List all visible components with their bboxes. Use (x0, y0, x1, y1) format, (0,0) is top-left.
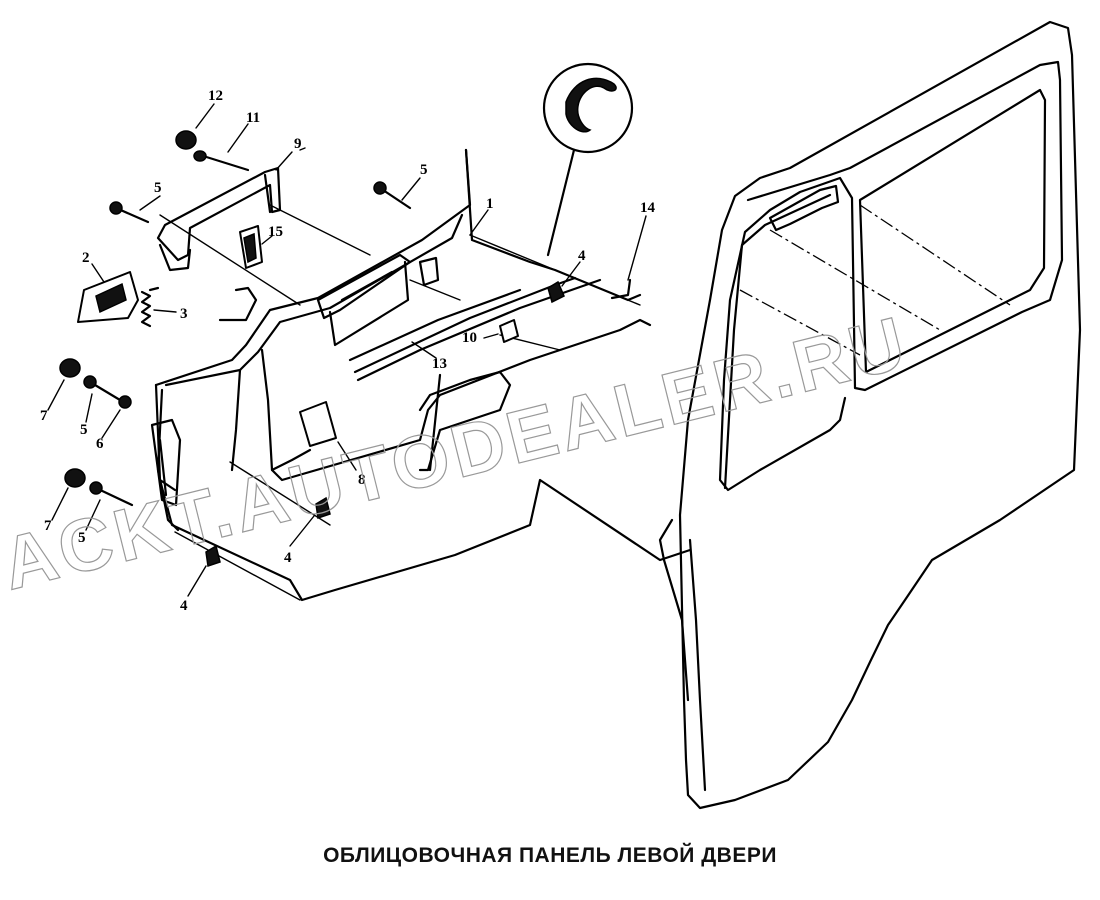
callout-labels: 12 11 9 5 5 15 1 14 4 2 3 10 13 7 5 6 8 … (40, 88, 656, 614)
callout-15: 15 (268, 224, 283, 240)
callout-7: 7 (44, 518, 52, 534)
callout-13: 13 (432, 356, 447, 372)
callout-3: 3 (180, 306, 188, 322)
spring-3 (140, 286, 160, 328)
callout-10: 10 (462, 330, 477, 346)
detail-callout-circle (542, 62, 634, 257)
callout-1: 1 (486, 196, 494, 212)
callout-14: 14 (640, 200, 656, 216)
callout-12: 12 (208, 88, 223, 104)
callout-9: 9 (294, 136, 302, 152)
leader-lines (47, 103, 647, 597)
watermark-text: ACKT.AUTODEALER.RU (0, 300, 916, 605)
callout-2: 2 (82, 250, 90, 266)
callout-4: 4 (284, 550, 292, 566)
callout-5: 5 (420, 162, 428, 178)
callout-11: 11 (246, 110, 260, 126)
callout-4: 4 (180, 598, 188, 614)
callout-5: 5 (154, 180, 162, 196)
handle-bracket-9 (156, 166, 282, 272)
clip-15 (239, 225, 263, 269)
latch-2 (77, 271, 139, 323)
fasteners (59, 130, 632, 567)
callout-7: 7 (40, 408, 48, 424)
diagram-caption: ОБЛИЦОВОЧНАЯ ПАНЕЛЬ ЛЕВОЙ ДВЕРИ (323, 844, 777, 867)
callout-5: 5 (78, 530, 86, 546)
callout-6: 6 (96, 436, 104, 452)
door-outline (658, 20, 1082, 810)
callout-8: 8 (358, 472, 366, 488)
callout-5: 5 (80, 422, 88, 438)
callout-4: 4 (578, 248, 586, 264)
